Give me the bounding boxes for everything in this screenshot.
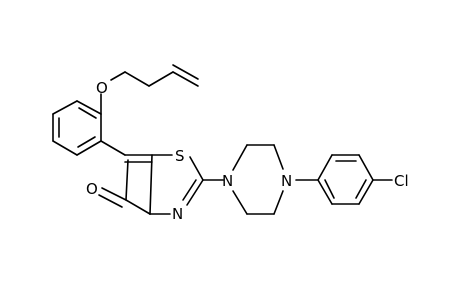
methylidene-linker: [100, 140, 153, 163]
bond-double-inner: [355, 179, 367, 199]
bond: [52, 100, 78, 115]
bond: [317, 154, 333, 181]
bond-double-inner: [172, 64, 199, 80]
bond: [273, 144, 284, 170]
bond: [76, 140, 102, 156]
bond: [273, 190, 284, 215]
chlorophenyl-ring: [295, 154, 393, 205]
bond: [125, 199, 151, 215]
bond: [110, 71, 126, 81]
atom-label-s: S: [175, 147, 185, 165]
thiazolone-ring: [149, 154, 204, 215]
bond: [100, 140, 126, 156]
bond: [317, 179, 333, 205]
atom-label-o-ether: O: [96, 79, 108, 97]
bond: [189, 156, 204, 181]
bond: [358, 179, 374, 205]
bond-double-inner: [77, 136, 96, 148]
atom-label-n-piperazine-a: N: [222, 172, 233, 190]
bond: [172, 71, 199, 87]
allyloxy-chain: [100, 64, 199, 115]
piperazine-ring: [202, 144, 284, 215]
atom-label-n-piperazine-b: N: [281, 172, 292, 190]
bond: [125, 159, 129, 201]
atom-label-cl: Cl: [394, 172, 409, 190]
bond: [232, 144, 248, 171]
bond-double-inner: [324, 179, 335, 199]
bond: [52, 140, 78, 156]
bond: [124, 71, 150, 87]
benzene-ring-left: [52, 100, 102, 156]
bond-carbonyl-double: [98, 194, 123, 208]
bond: [149, 154, 153, 215]
bond-carbonyl: [101, 187, 127, 201]
bond: [76, 100, 102, 115]
bond-double-inner: [182, 179, 197, 201]
bond: [148, 71, 174, 87]
bond: [232, 190, 248, 215]
bond-double-inner: [78, 107, 97, 119]
bond: [358, 154, 374, 181]
atom-label-o-carbonyl: O: [86, 180, 98, 198]
atom-label-n3: N: [172, 205, 183, 223]
bond: [186, 179, 204, 206]
